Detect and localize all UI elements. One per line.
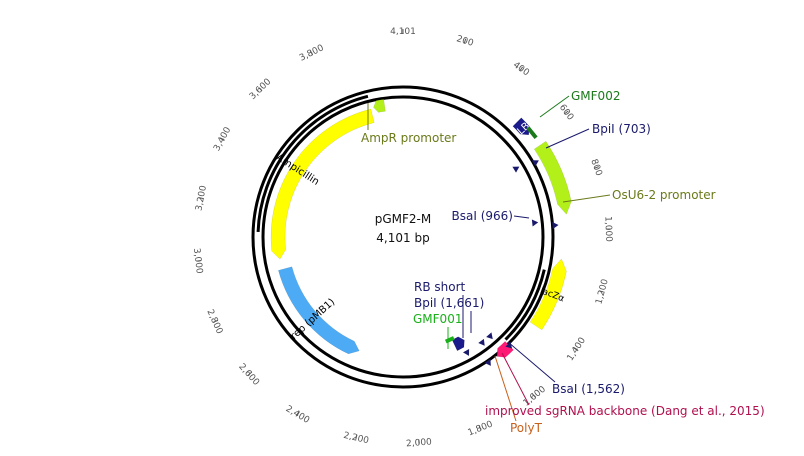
label-bsai-966-leader [513, 215, 530, 219]
tick-label: 400 [511, 60, 531, 78]
tick-mark [564, 110, 569, 115]
feature-sgrna [496, 341, 514, 358]
label-rb-short: RB short [414, 280, 466, 294]
feature-osu6 [533, 140, 572, 215]
tick-label: 2,000 [406, 437, 433, 449]
label-polyt-leader [494, 355, 517, 422]
tick-label: 1,200 [594, 278, 611, 306]
tick-mark [463, 38, 467, 44]
site-marker-icon [478, 338, 485, 346]
feature-amp [270, 108, 375, 260]
primer-gmf002 [526, 126, 538, 140]
label-gmf001: GMF001 [413, 312, 462, 326]
tick-label: 800 [588, 158, 603, 178]
tick-label: 2,600 [236, 362, 261, 388]
site-marker-icon [531, 160, 539, 167]
tick-mark [258, 86, 263, 92]
tick-mark [198, 197, 204, 200]
label-polyt: PolyT [510, 421, 543, 435]
site-marker-icon [486, 332, 493, 340]
tick-label: 200 [455, 34, 475, 49]
tick-mark [573, 346, 578, 351]
site-marker-icon [531, 219, 539, 227]
label-bpii-1661: BpiI (1,661) [414, 296, 484, 310]
feature-lb [512, 117, 530, 136]
tick-label: 4,101 [390, 27, 416, 37]
partial-arc-left [256, 94, 369, 232]
tick-mark [531, 393, 536, 398]
tick-mark [196, 260, 202, 262]
label-ampr-promoter: AmpR promoter [361, 131, 456, 145]
backbone-outer-strand [251, 85, 555, 389]
primer-gmf001 [444, 336, 455, 344]
tick-mark [309, 50, 314, 56]
tick-label: 2,800 [204, 308, 224, 336]
site-marker-icon [462, 348, 470, 356]
label-osu6-2-promoter: OsU6-2 promoter [612, 188, 716, 202]
label-osu6-2-promoter-leader [562, 194, 611, 203]
label-sgrna-backbone-leader [501, 352, 530, 406]
plasmid-name: pGMF2-M [375, 212, 432, 226]
tick-label: 600 [557, 103, 576, 123]
site-markers [462, 160, 559, 366]
label-bsai-1562: BsaI (1,562) [552, 382, 625, 396]
site-marker-icon [512, 166, 520, 173]
tick-mark [219, 137, 225, 141]
tick-label: 2,400 [284, 404, 311, 426]
tick-mark [519, 66, 524, 72]
feature-ampp [373, 99, 386, 113]
feature-lacz [529, 258, 567, 331]
tick-label: 1,400 [566, 336, 589, 363]
tick-mark [593, 166, 599, 169]
plasmid-length: 4,101 bp [376, 231, 429, 245]
label-bpii-703-leader [545, 128, 590, 149]
tick-label: 3,000 [191, 248, 204, 275]
partial-arc-right [504, 269, 546, 341]
label-gmf002: GMF002 [571, 89, 620, 103]
tick-label: 3,200 [194, 184, 209, 211]
tick-label: 1,000 [602, 216, 613, 242]
backbone-inner-strand [261, 95, 545, 379]
label-bsai-966: BsaI (966) [452, 209, 513, 223]
tick-label: 3,800 [298, 43, 326, 64]
tick-label: 2,200 [342, 431, 370, 447]
tick-label: 3,400 [212, 125, 233, 153]
label-bpii-703: BpiI (703) [592, 122, 651, 136]
tick-mark [247, 371, 252, 376]
tick-mark [296, 411, 300, 417]
site-marker-icon [552, 221, 559, 229]
label-gmf002-leader [539, 95, 570, 118]
label-bsai-1562-leader [507, 341, 556, 383]
label-leaders [367, 95, 611, 422]
tick-mark [478, 425, 482, 431]
tick-label: 3,600 [248, 77, 274, 102]
site-marker-icon [484, 358, 491, 366]
tick-mark [598, 290, 604, 293]
feature-rep [278, 266, 360, 355]
feature-rb [451, 336, 465, 352]
tick-mark [213, 319, 219, 323]
tick-mark [355, 434, 358, 440]
label-sgrna-backbone: improved sgRNA backbone (Dang et al., 20… [485, 404, 765, 418]
tick-label: 1,800 [467, 419, 495, 438]
